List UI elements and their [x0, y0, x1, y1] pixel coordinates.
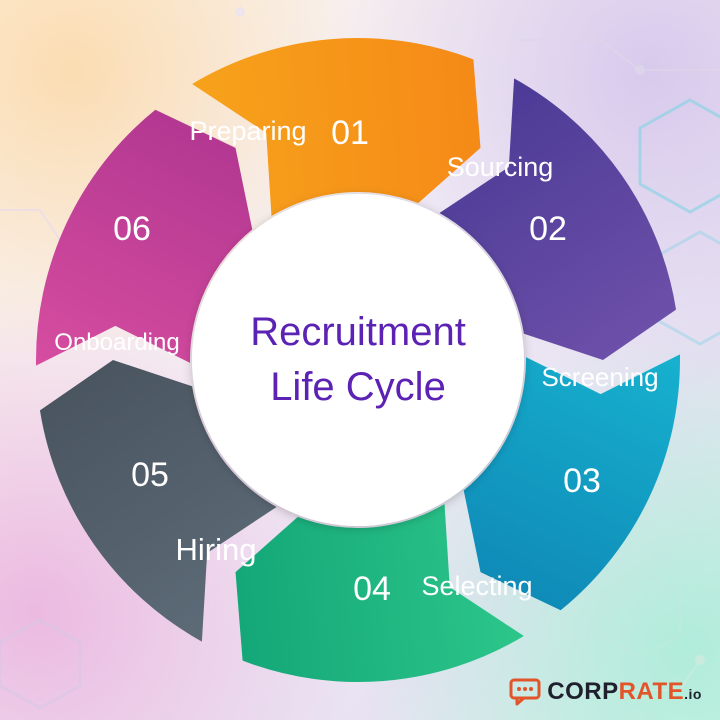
stage-number-preparing: 01: [331, 114, 369, 152]
cycle-segment-sourcing: [439, 78, 677, 361]
stage-label-screening: Screening: [541, 362, 658, 392]
stage-number-hiring: 05: [131, 456, 169, 494]
cycle-segment-onboarding: [36, 109, 253, 366]
stage-number-screening: 03: [563, 462, 601, 500]
logo-text-rate: RATE: [618, 678, 685, 705]
stage-number-onboarding: 06: [113, 210, 151, 248]
cycle-segment-screening: [463, 354, 680, 611]
stage-label-selecting: Selecting: [421, 571, 532, 601]
diagram-title-line-1: Recruitment: [250, 310, 466, 354]
logo-text-corp: CORP: [547, 678, 619, 705]
cycle-segment-hiring: [39, 360, 277, 642]
stage-label-onboarding: Onboarding: [54, 329, 179, 356]
stage-number-sourcing: 02: [529, 210, 567, 248]
center-circle: [192, 194, 524, 526]
stage-label-sourcing: Sourcing: [447, 152, 554, 182]
corprate-logo: CORPRATE.io: [509, 678, 702, 706]
stage-label-hiring: Hiring: [176, 532, 257, 567]
stage-number-selecting: 04: [353, 570, 391, 608]
stage-label-preparing: Preparing: [189, 116, 306, 146]
logo-wordmark: CORPRATE.io: [547, 678, 702, 706]
diagram-title-line-2: Life Cycle: [270, 365, 446, 409]
logo-text-suffix: .io: [684, 686, 702, 702]
cycle-segments: [36, 38, 680, 682]
diagram-title: Recruitment Life Cycle: [250, 310, 466, 409]
speech-bubble-icon: [509, 678, 541, 706]
cycle-segment-preparing: [192, 38, 481, 216]
cycle-segment-selecting: [235, 504, 524, 682]
